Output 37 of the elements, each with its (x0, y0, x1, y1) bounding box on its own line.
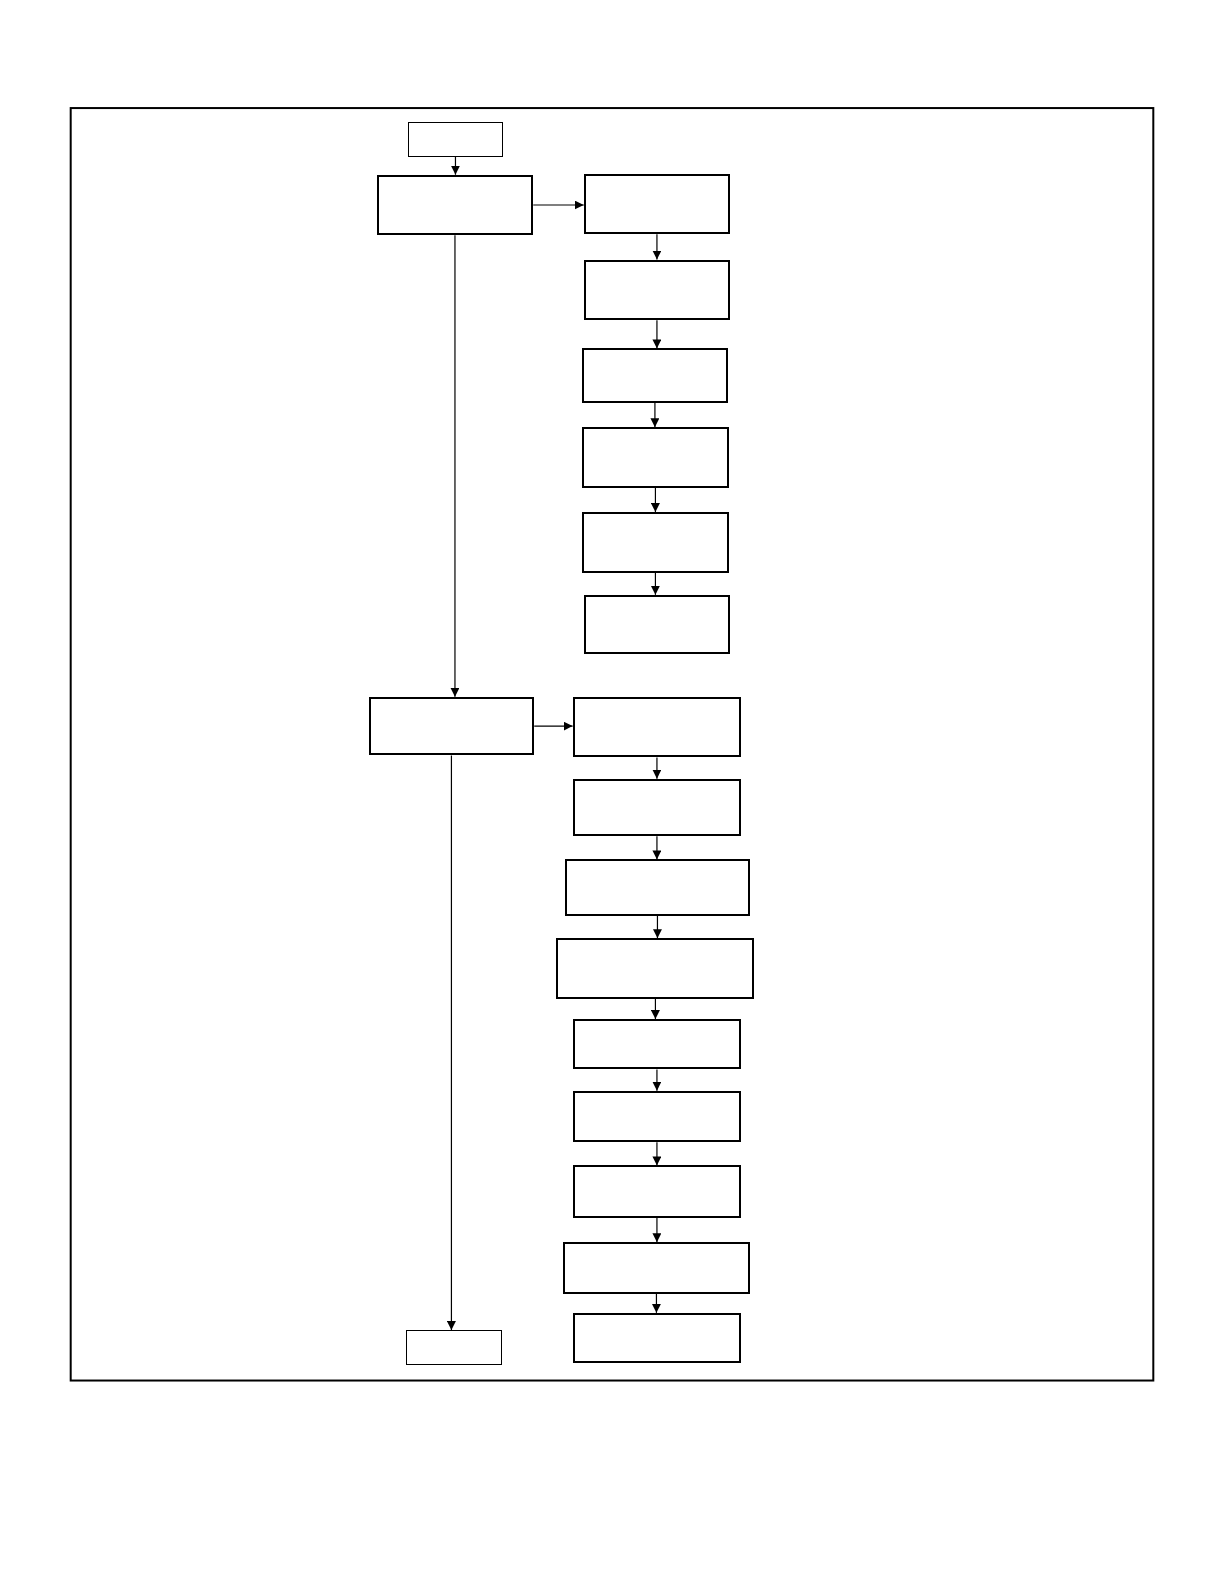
arrow (532, 200, 585, 210)
arrow (652, 756, 662, 780)
process-box (572, 1019, 742, 1070)
arrow (652, 1217, 662, 1243)
process-box (556, 938, 755, 999)
process-box (572, 696, 742, 758)
process-box (405, 1330, 502, 1366)
arrow (650, 402, 660, 428)
process-box (581, 348, 729, 403)
arrow (652, 319, 662, 350)
arrow (652, 1068, 662, 1092)
arrow (652, 915, 662, 939)
arrow (650, 572, 660, 596)
arrow (652, 835, 662, 861)
process-box (408, 122, 503, 157)
process-box (572, 1165, 742, 1218)
process-box (581, 427, 730, 488)
arrow (533, 721, 574, 731)
process-box (583, 594, 731, 655)
arrow (651, 1293, 661, 1314)
process-box (572, 778, 742, 837)
arrow (446, 754, 456, 1331)
process-box (368, 696, 535, 756)
arrow (450, 234, 460, 698)
process-box (572, 1312, 742, 1364)
arrow (650, 998, 660, 1020)
process-box (562, 1242, 751, 1294)
process-box (583, 173, 731, 235)
arrow (652, 233, 662, 261)
arrow (652, 1141, 662, 1167)
process-box (376, 174, 534, 236)
process-box (564, 859, 751, 916)
process-box (583, 259, 731, 321)
arrow (450, 155, 460, 176)
arrow (650, 487, 660, 513)
process-box (581, 512, 730, 573)
process-box (572, 1090, 742, 1143)
